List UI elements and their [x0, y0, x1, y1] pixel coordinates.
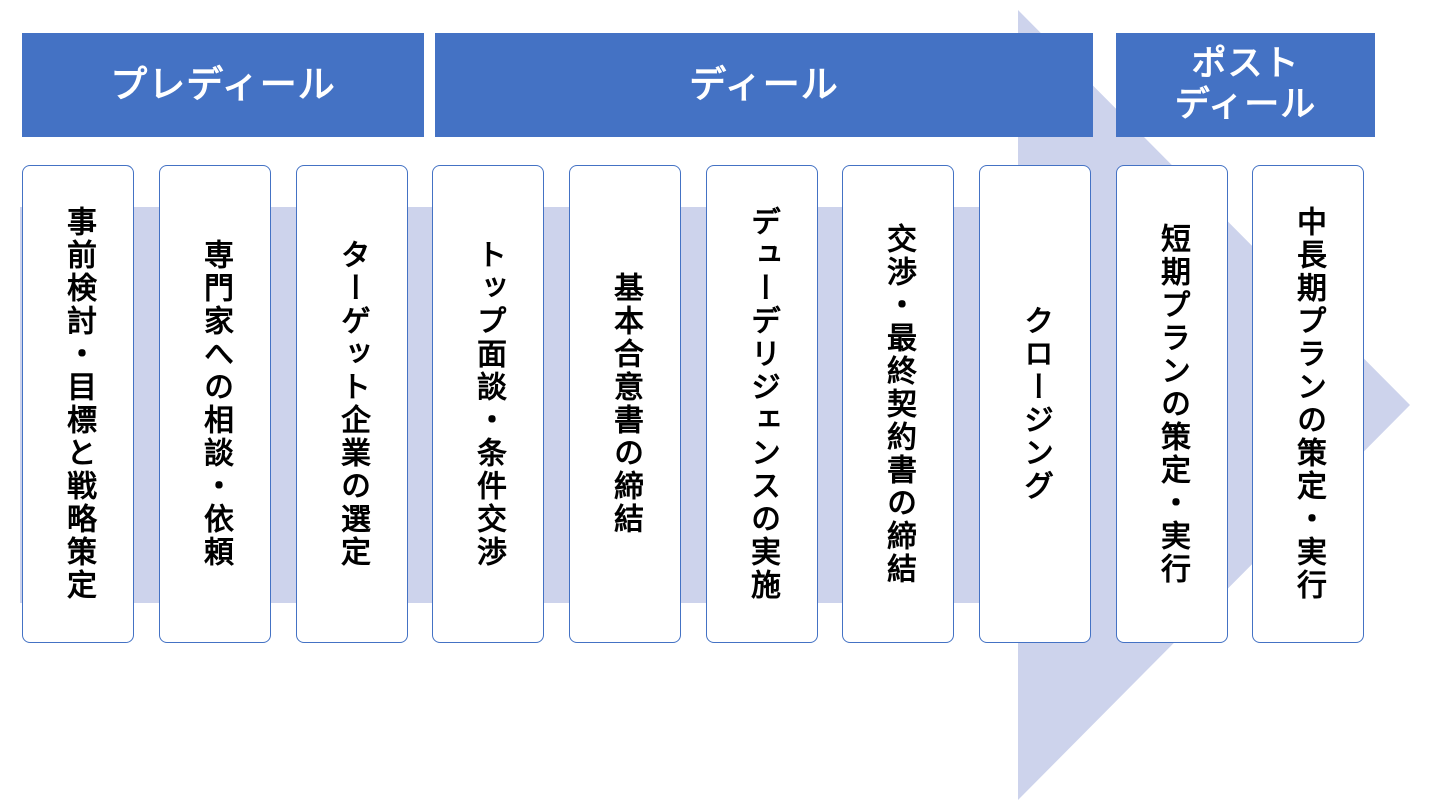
step-box-5: 基本合意書の締結 — [569, 165, 681, 643]
step-label: トップ面談・条件交渉 — [471, 239, 506, 569]
step-box-8: クロージング — [979, 165, 1091, 643]
step-box-9: 短期プランの策定・実行 — [1116, 165, 1228, 643]
step-label: 専門家への相談・依頼 — [198, 239, 233, 569]
phase-header-pre-deal: プレディール — [22, 33, 424, 137]
phase-header-deal: ディール — [435, 33, 1093, 137]
phase-label: プレディール — [110, 63, 336, 106]
step-box-7: 交渉・最終契約書の締結 — [842, 165, 954, 643]
phase-label: ポスト ディール — [1174, 44, 1317, 125]
phase-label: ディール — [689, 63, 839, 106]
step-label: ターゲット企業の選定 — [335, 239, 370, 569]
phase-header-post-deal: ポスト ディール — [1116, 33, 1375, 137]
step-box-1: 事前検討・目標と戦略策定 — [22, 165, 134, 643]
step-box-3: ターゲット企業の選定 — [296, 165, 408, 643]
step-label: クロージング — [1018, 305, 1053, 503]
step-label: 交渉・最終契約書の締結 — [881, 222, 916, 586]
step-box-2: 専門家への相談・依頼 — [159, 165, 271, 643]
step-label: 短期プランの策定・実行 — [1155, 222, 1190, 586]
step-box-6: デューデリジェンスの実施 — [706, 165, 818, 643]
step-label: デューデリジェンスの実施 — [745, 206, 780, 602]
step-label: 事前検討・目標と戦略策定 — [61, 206, 96, 602]
step-label: 中長期プランの策定・実行 — [1291, 206, 1326, 602]
step-box-4: トップ面談・条件交渉 — [432, 165, 544, 643]
step-box-10: 中長期プランの策定・実行 — [1252, 165, 1364, 643]
step-label: 基本合意書の締結 — [608, 272, 643, 536]
